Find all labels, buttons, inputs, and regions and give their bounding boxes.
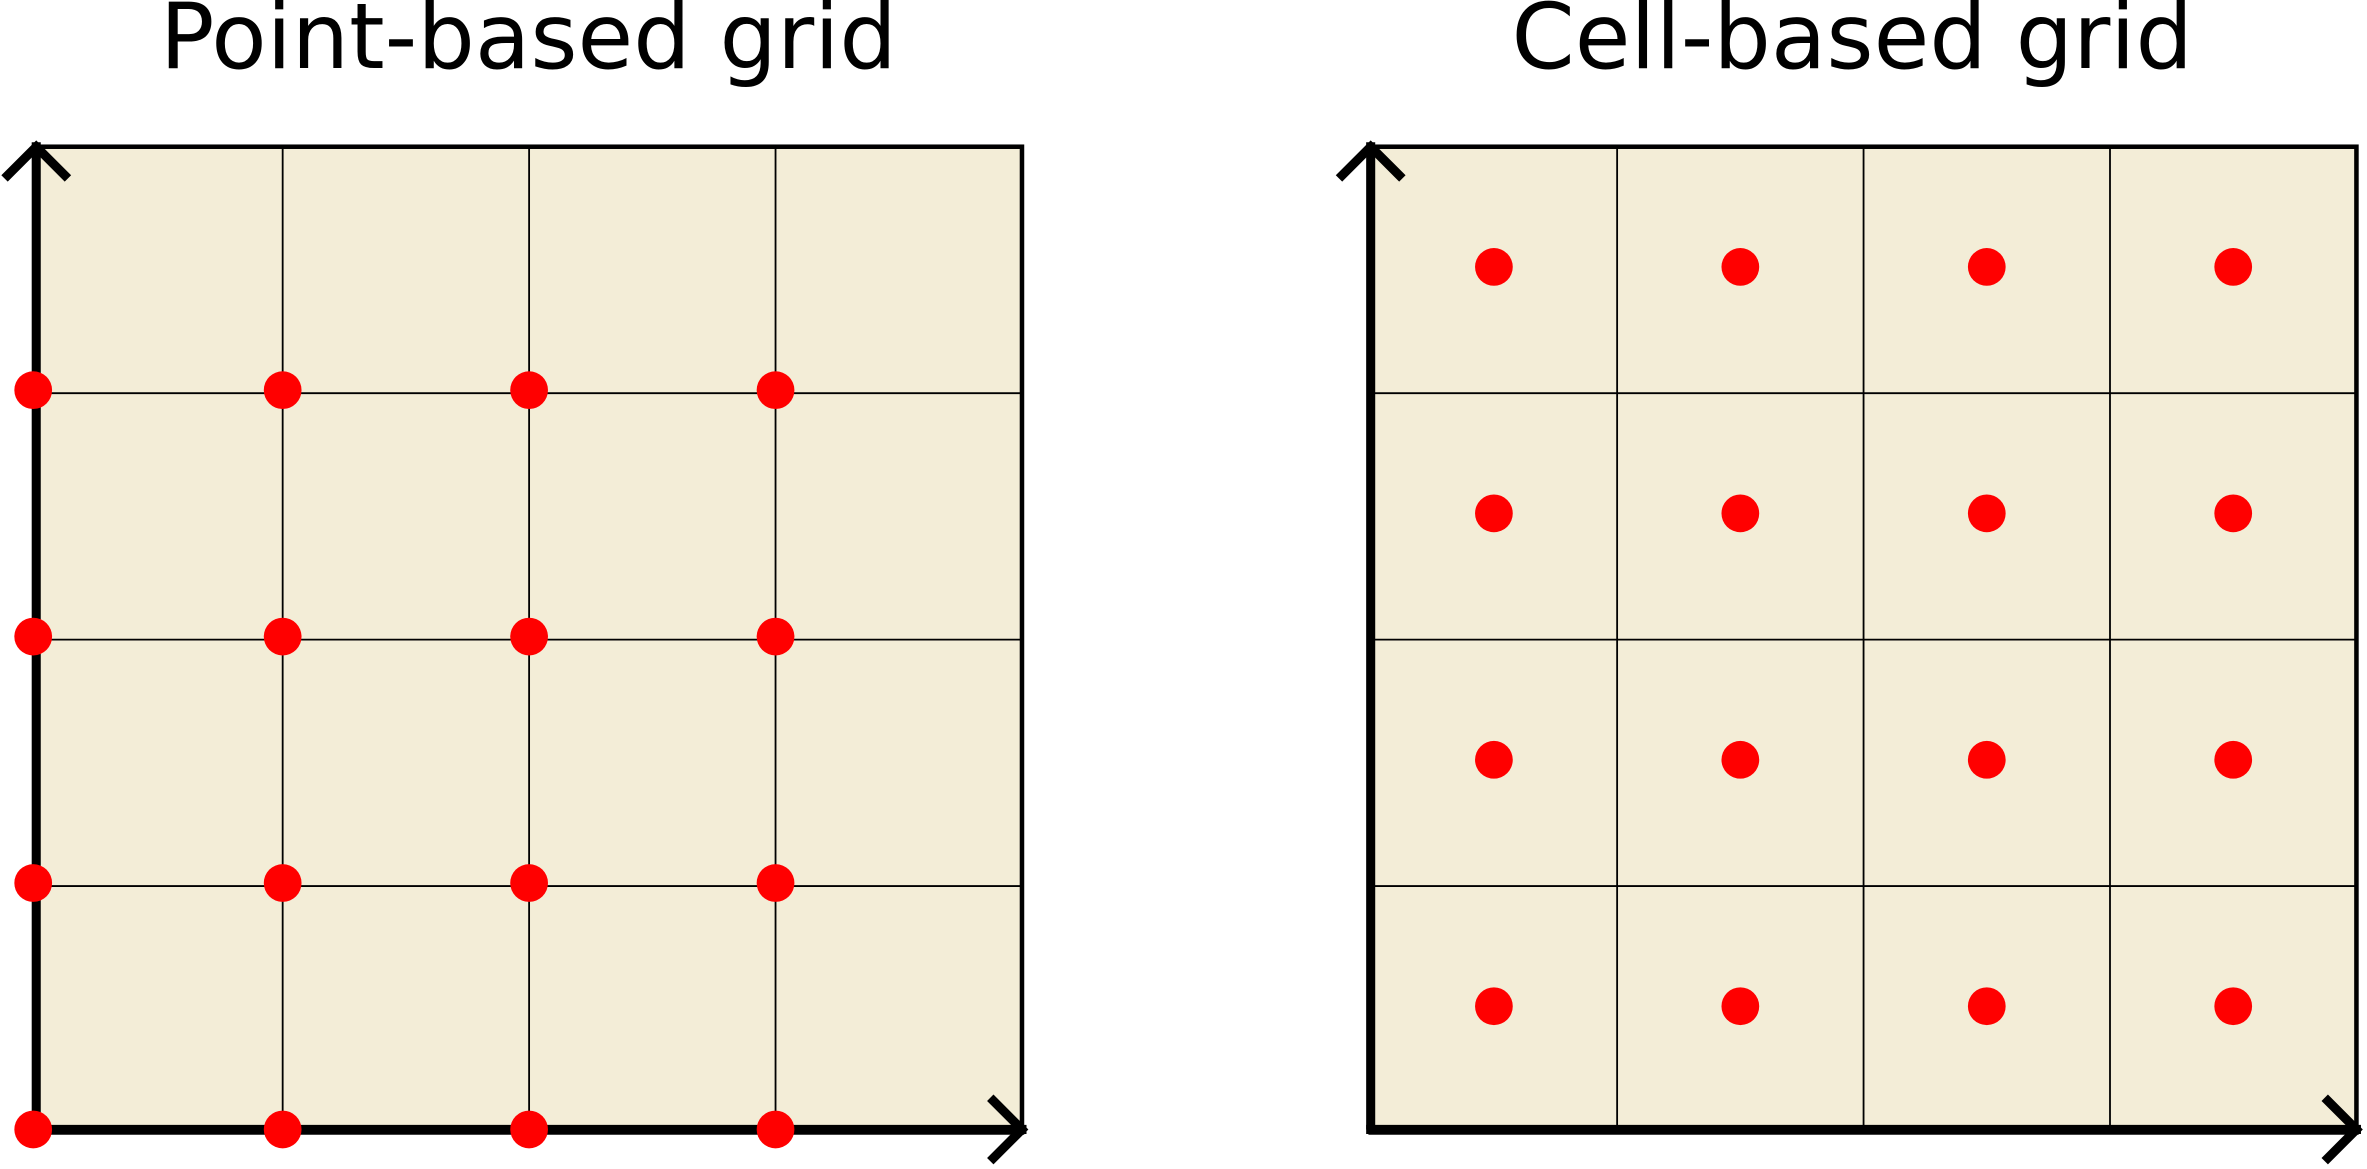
- grid-sample-dot: [756, 1110, 795, 1149]
- grid-sample-dot: [14, 371, 53, 410]
- grid-sample-dot: [1721, 248, 1760, 286]
- grid-sample-dot: [263, 1110, 302, 1149]
- grid-sample-dot: [510, 864, 548, 902]
- grid-sample-dot: [510, 371, 548, 410]
- grid-sample-dot: [1967, 740, 2006, 779]
- grid-sample-dot: [1475, 248, 1513, 286]
- grid-sample-dot: [14, 617, 53, 656]
- y-axis-arrowhead-icon: [1, 140, 72, 182]
- grid-sample-dot: [756, 617, 795, 656]
- grid-sample-dot: [1721, 494, 1760, 533]
- grid-sample-dot: [2214, 248, 2253, 286]
- grid-sample-dot: [1967, 248, 2006, 286]
- grid-sample-dot: [1967, 494, 2006, 533]
- grid-sample-dot: [263, 617, 302, 656]
- grid-sample-dot: [2214, 987, 2253, 1026]
- grid-sample-dot: [2214, 740, 2253, 779]
- grid-sample-dot: [1721, 740, 1760, 779]
- grid-sample-dot: [1475, 494, 1513, 533]
- grid-sample-dot: [1721, 987, 1760, 1026]
- grid-sample-dot: [510, 617, 548, 656]
- grid-sample-dot: [263, 864, 302, 902]
- x-axis-arrowhead-icon: [987, 1094, 1029, 1165]
- grid-sample-dot: [2214, 494, 2253, 533]
- grid-sample-dot: [14, 1110, 53, 1149]
- grid-sample-dot: [14, 864, 53, 902]
- grid-sample-dot: [756, 864, 795, 902]
- grid-sample-dot: [510, 1110, 548, 1149]
- point-based-grid-panel: Point-based grid: [1, 0, 1029, 1165]
- grid-sample-dot: [263, 371, 302, 410]
- panel-title: Point-based grid: [160, 0, 897, 90]
- x-axis-arrowhead-icon: [2321, 1094, 2363, 1165]
- cell-based-grid-panel: Cell-based grid: [1335, 0, 2363, 1165]
- panel-title: Cell-based grid: [1511, 0, 2192, 90]
- grid-sample-dot: [1475, 740, 1513, 779]
- y-axis-arrowhead-icon: [1335, 140, 1406, 182]
- grid-sample-dot: [1475, 987, 1513, 1026]
- grid-sample-dot: [1967, 987, 2006, 1026]
- grid-sample-dot: [756, 371, 795, 410]
